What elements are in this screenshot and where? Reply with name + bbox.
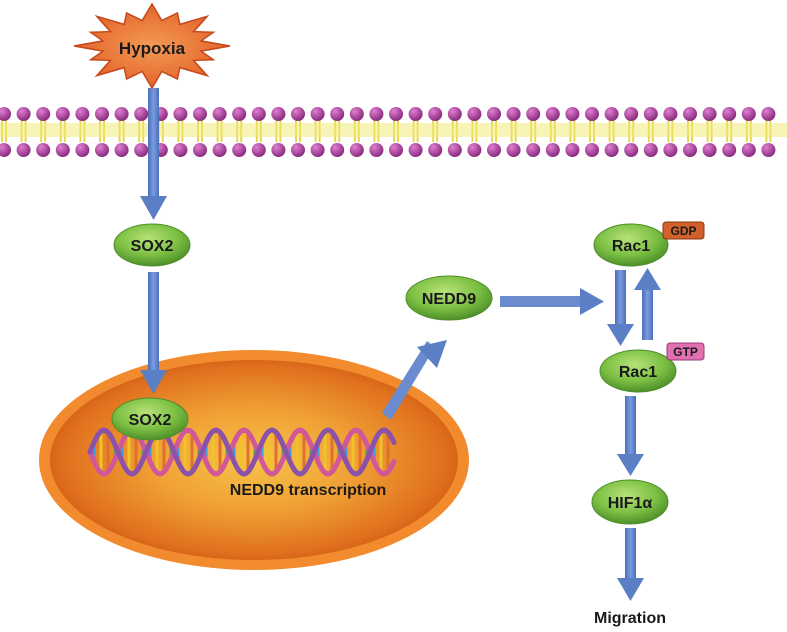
hypoxia-label: Hypoxia [119,39,186,58]
gtp-label: GTP [673,345,698,359]
rac1-gtp-node: Rac1 [599,349,677,393]
hif1a-label: HIF1α [608,495,653,512]
sox2-nuclear-label: SOX2 [129,412,172,429]
gdp-tag: GDP [662,221,705,240]
rac1-gtp-label: Rac1 [619,364,657,381]
gdp-label: GDP [670,224,696,238]
nedd9-transcription-label: NEDD9 transcription [230,482,386,499]
cell-membrane [0,107,787,157]
arrow-sox2-to-nucleus [140,272,167,394]
rac1-gdp-node: Rac1 [593,223,669,267]
sox2-label: SOX2 [131,238,174,255]
nedd9-label: NEDD9 [422,291,476,308]
migration-label: Migration [594,610,666,627]
arrow-rac1-to-hif1a [617,396,644,476]
hif1a-node: HIF1α [591,479,669,525]
arrow-rac1-gdp-to-gtp [607,270,634,346]
hypoxia-starburst: Hypoxia [73,2,231,90]
nedd9-node: NEDD9 [405,275,493,321]
sox2-node: SOX2 [113,223,191,267]
arrow-hypoxia-to-sox2 [140,88,167,220]
arrow-transcription-to-nedd9 [382,340,447,420]
arrow-nedd9-to-rac1 [500,288,604,315]
arrow-hif1a-to-migration [617,528,644,601]
rac1-gdp-label: Rac1 [612,238,650,255]
arrow-rac1-gtp-to-gdp [634,268,661,340]
gtp-tag: GTP [666,342,705,361]
sox2-nuclear-node: SOX2 [111,397,189,441]
